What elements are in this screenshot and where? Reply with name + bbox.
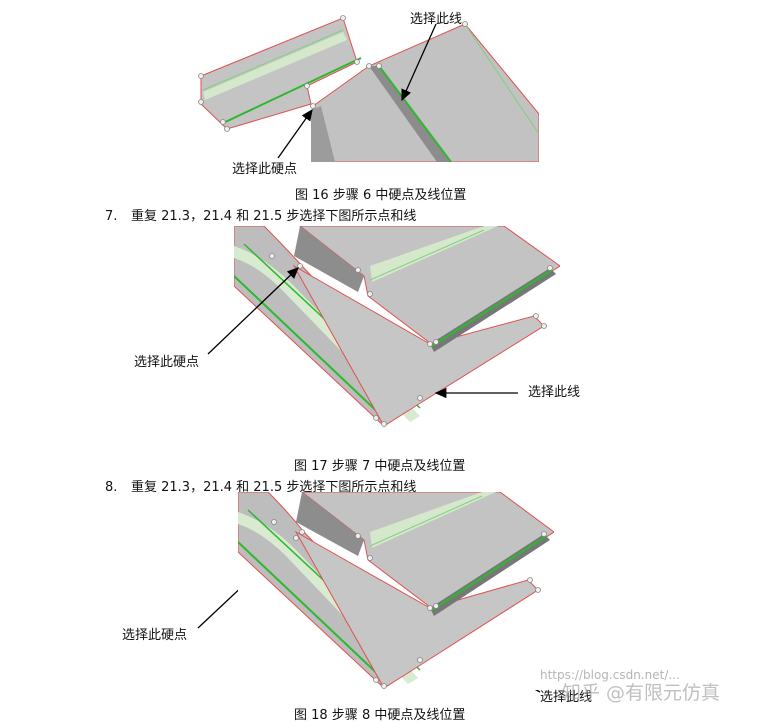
fig17-point-arrow: [207, 267, 299, 355]
fig18-caption: 图 18 步骤 8 中硬点及线位置: [294, 708, 466, 723]
step-8-number: 8.: [105, 480, 118, 495]
fig16-select-point-label: 选择此硬点: [232, 162, 298, 177]
fig16-select-line-label: 选择此线: [410, 12, 463, 27]
watermark-url: https://blog.csdn.net/...: [540, 668, 680, 682]
step-8: 8. 重复 21.3，21.4 和 21.5 步选择下图所示点和线: [105, 476, 416, 495]
figure-18-model: [238, 492, 554, 689]
figure-16-image: [193, 14, 539, 162]
figure-17-image: [234, 226, 560, 430]
fig16-line-arrow: [401, 23, 437, 102]
fig18-select-line-label: 选择此线: [540, 690, 593, 705]
fig17-caption: 图 17 步骤 7 中硬点及线位置: [294, 459, 466, 474]
figure-16-model: [198, 15, 539, 162]
fig17-select-line-label: 选择此线: [528, 385, 581, 400]
figure-17-model: [234, 226, 560, 427]
fig16-point-arrow: [277, 108, 313, 159]
step-7: 7. 重复 21.3，21.4 和 21.5 步选择下图所示点和线: [105, 205, 416, 224]
step-7-text: 重复 21.3，21.4 和 21.5 步选择下图所示点和线: [131, 209, 417, 224]
fig18-select-point-label: 选择此硬点: [122, 628, 188, 643]
figure-18-image: [238, 492, 554, 690]
step-8-text: 重复 21.3，21.4 和 21.5 步选择下图所示点和线: [131, 480, 417, 495]
step-7-number: 7.: [105, 209, 118, 224]
watermark-brand: 知乎 @有限元仿真: [562, 682, 721, 704]
fig16-caption: 图 16 步骤 6 中硬点及线位置: [295, 188, 467, 203]
fig17-select-point-label: 选择此硬点: [134, 355, 200, 370]
